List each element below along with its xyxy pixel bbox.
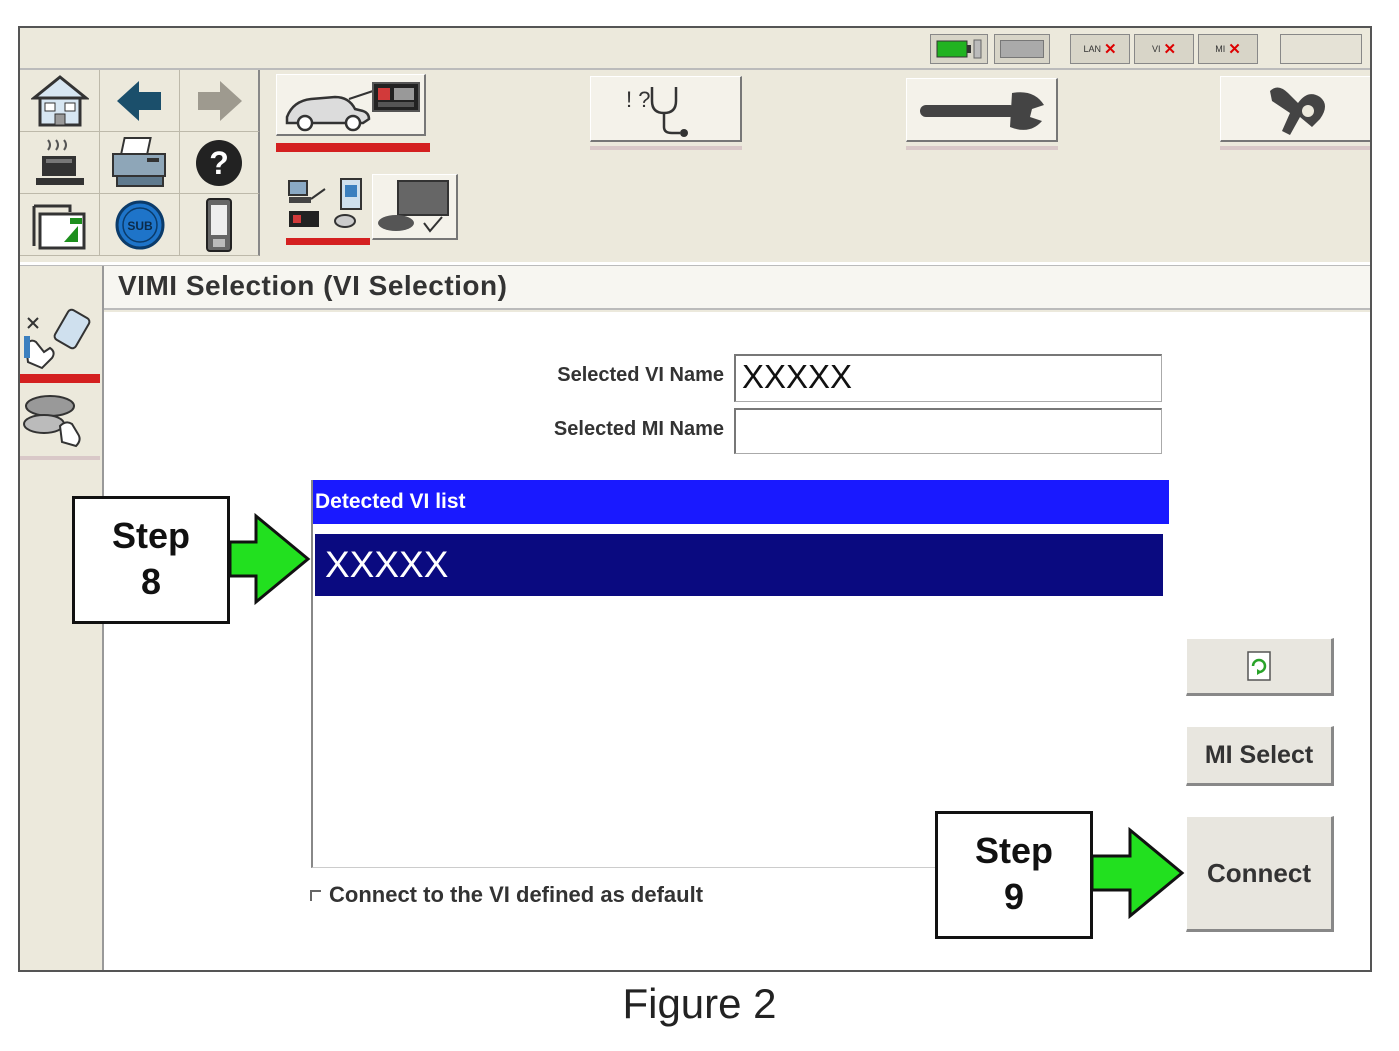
help-button[interactable]: ? — [180, 132, 260, 194]
cars-hand-icon — [23, 395, 81, 448]
step-9-arrow — [1090, 826, 1185, 920]
screen-capture-icon — [32, 204, 85, 249]
blank-indicator — [994, 34, 1050, 64]
screen-title-bar: VIMI Selection (VI Selection) — [104, 266, 1370, 310]
mi-error-icon: ✕ — [1228, 41, 1241, 58]
forward-button[interactable] — [180, 70, 260, 132]
hand-connect-icon — [24, 308, 91, 370]
vi-label: VI — [1151, 44, 1161, 54]
battery-indicator — [930, 34, 988, 64]
back-button[interactable] — [100, 70, 180, 132]
application-window: LAN ✕ VI ✕ MI ✕ — [18, 26, 1372, 972]
refresh-icon — [1247, 651, 1271, 681]
repair-tab-indicator — [906, 146, 1058, 150]
vehicle-connection-tab[interactable] — [276, 74, 426, 136]
vi-name-field: XXXXX — [734, 354, 1162, 402]
lan-label: LAN — [1083, 44, 1101, 54]
vehicle-side-indicator — [20, 456, 100, 460]
home-button[interactable] — [20, 70, 100, 132]
step-9-number: 9 — [1003, 876, 1025, 917]
mi-select-button[interactable]: MI Select — [1186, 726, 1334, 786]
battery-icon — [936, 39, 982, 59]
maintenance-tab-indicator — [1220, 146, 1370, 150]
default-vi-checkbox[interactable]: Connect to the VI defined as default — [310, 882, 703, 908]
help-glyph: ? — [209, 145, 229, 181]
monitor-check-icon — [377, 179, 449, 233]
step-8-label: Step — [111, 515, 190, 556]
step-8-callout: Step 8 — [72, 496, 230, 624]
mi-name-field — [734, 408, 1162, 454]
print-button[interactable] — [100, 132, 180, 194]
vi-list-header: Detected VI list — [313, 480, 1169, 524]
mi-name-label: Selected MI Name — [553, 418, 724, 440]
figure-caption: Figure 2 — [622, 980, 777, 1027]
mi-indicator: MI ✕ — [1198, 34, 1258, 64]
step-8-arrow — [228, 512, 311, 606]
vi-mi-connection-icon — [288, 178, 362, 228]
checkbox-box[interactable] — [310, 889, 321, 901]
lan-indicator: LAN ✕ — [1070, 34, 1130, 64]
default-vi-checkbox-label: Connect to the VI defined as default — [329, 882, 704, 907]
vehicle-side-button[interactable] — [20, 386, 98, 452]
screen-title: VIMI Selection (VI Selection) — [118, 270, 508, 301]
detected-vi-list: Detected VI list XXXXX — [311, 480, 1169, 868]
header-separator — [20, 262, 1370, 266]
car-with-vi-icon — [285, 81, 420, 131]
step-8-number: 8 — [140, 561, 162, 602]
step-9-callout: Step 9 — [935, 811, 1093, 939]
wrench-icon — [919, 91, 1044, 130]
diagnosis-tab-indicator — [590, 146, 742, 150]
content-area: Selected VI Name XXXXX Selected MI Name … — [104, 312, 1370, 970]
coffee-cup-icon — [35, 138, 84, 185]
diagnosis-glyph: ! ? — [626, 87, 650, 112]
maintenance-icon — [1269, 86, 1325, 135]
vehicle-connection-tab-indicator — [276, 143, 430, 152]
connect-button[interactable]: Connect — [1186, 816, 1334, 932]
vi-name-label: Selected VI Name — [557, 364, 724, 386]
maintenance-tab[interactable] — [1220, 76, 1370, 142]
toolbar-separator — [20, 68, 1370, 70]
refresh-button[interactable] — [1186, 638, 1334, 696]
sub-icon: SUB — [115, 200, 164, 249]
vi-selection-subtab[interactable] — [284, 174, 368, 236]
step-9-label: Step — [974, 830, 1053, 871]
sub-label: SUB — [127, 219, 153, 233]
mobile-device-icon — [206, 197, 232, 252]
sleep-button[interactable] — [20, 132, 100, 194]
blank-indicator-2 — [1280, 34, 1362, 64]
mobile-device-button[interactable] — [180, 194, 260, 256]
home-icon — [30, 74, 89, 126]
vi-error-icon: ✕ — [1163, 41, 1177, 58]
stethoscope-icon: ! ? — [626, 86, 688, 137]
mi-label: MI — [1215, 44, 1226, 54]
back-arrow-icon — [116, 80, 161, 121]
diagnosis-tab[interactable]: ! ? — [590, 76, 742, 142]
sub-button[interactable]: SUB — [100, 194, 180, 256]
lan-error-icon: ✕ — [1103, 41, 1117, 58]
screen-capture-button[interactable] — [20, 194, 100, 256]
help-icon: ? — [196, 139, 242, 186]
vi-list-item[interactable]: XXXXX — [315, 534, 1163, 596]
printer-icon — [111, 136, 166, 187]
vi-connection-side-button[interactable] — [20, 306, 98, 372]
forward-arrow-icon — [198, 80, 242, 121]
check-subtab[interactable] — [372, 174, 458, 240]
repair-tab[interactable] — [906, 78, 1058, 142]
vi-connection-side-indicator — [20, 374, 100, 383]
vi-selection-subtab-indicator — [286, 238, 370, 245]
vi-indicator: VI ✕ — [1134, 34, 1194, 64]
